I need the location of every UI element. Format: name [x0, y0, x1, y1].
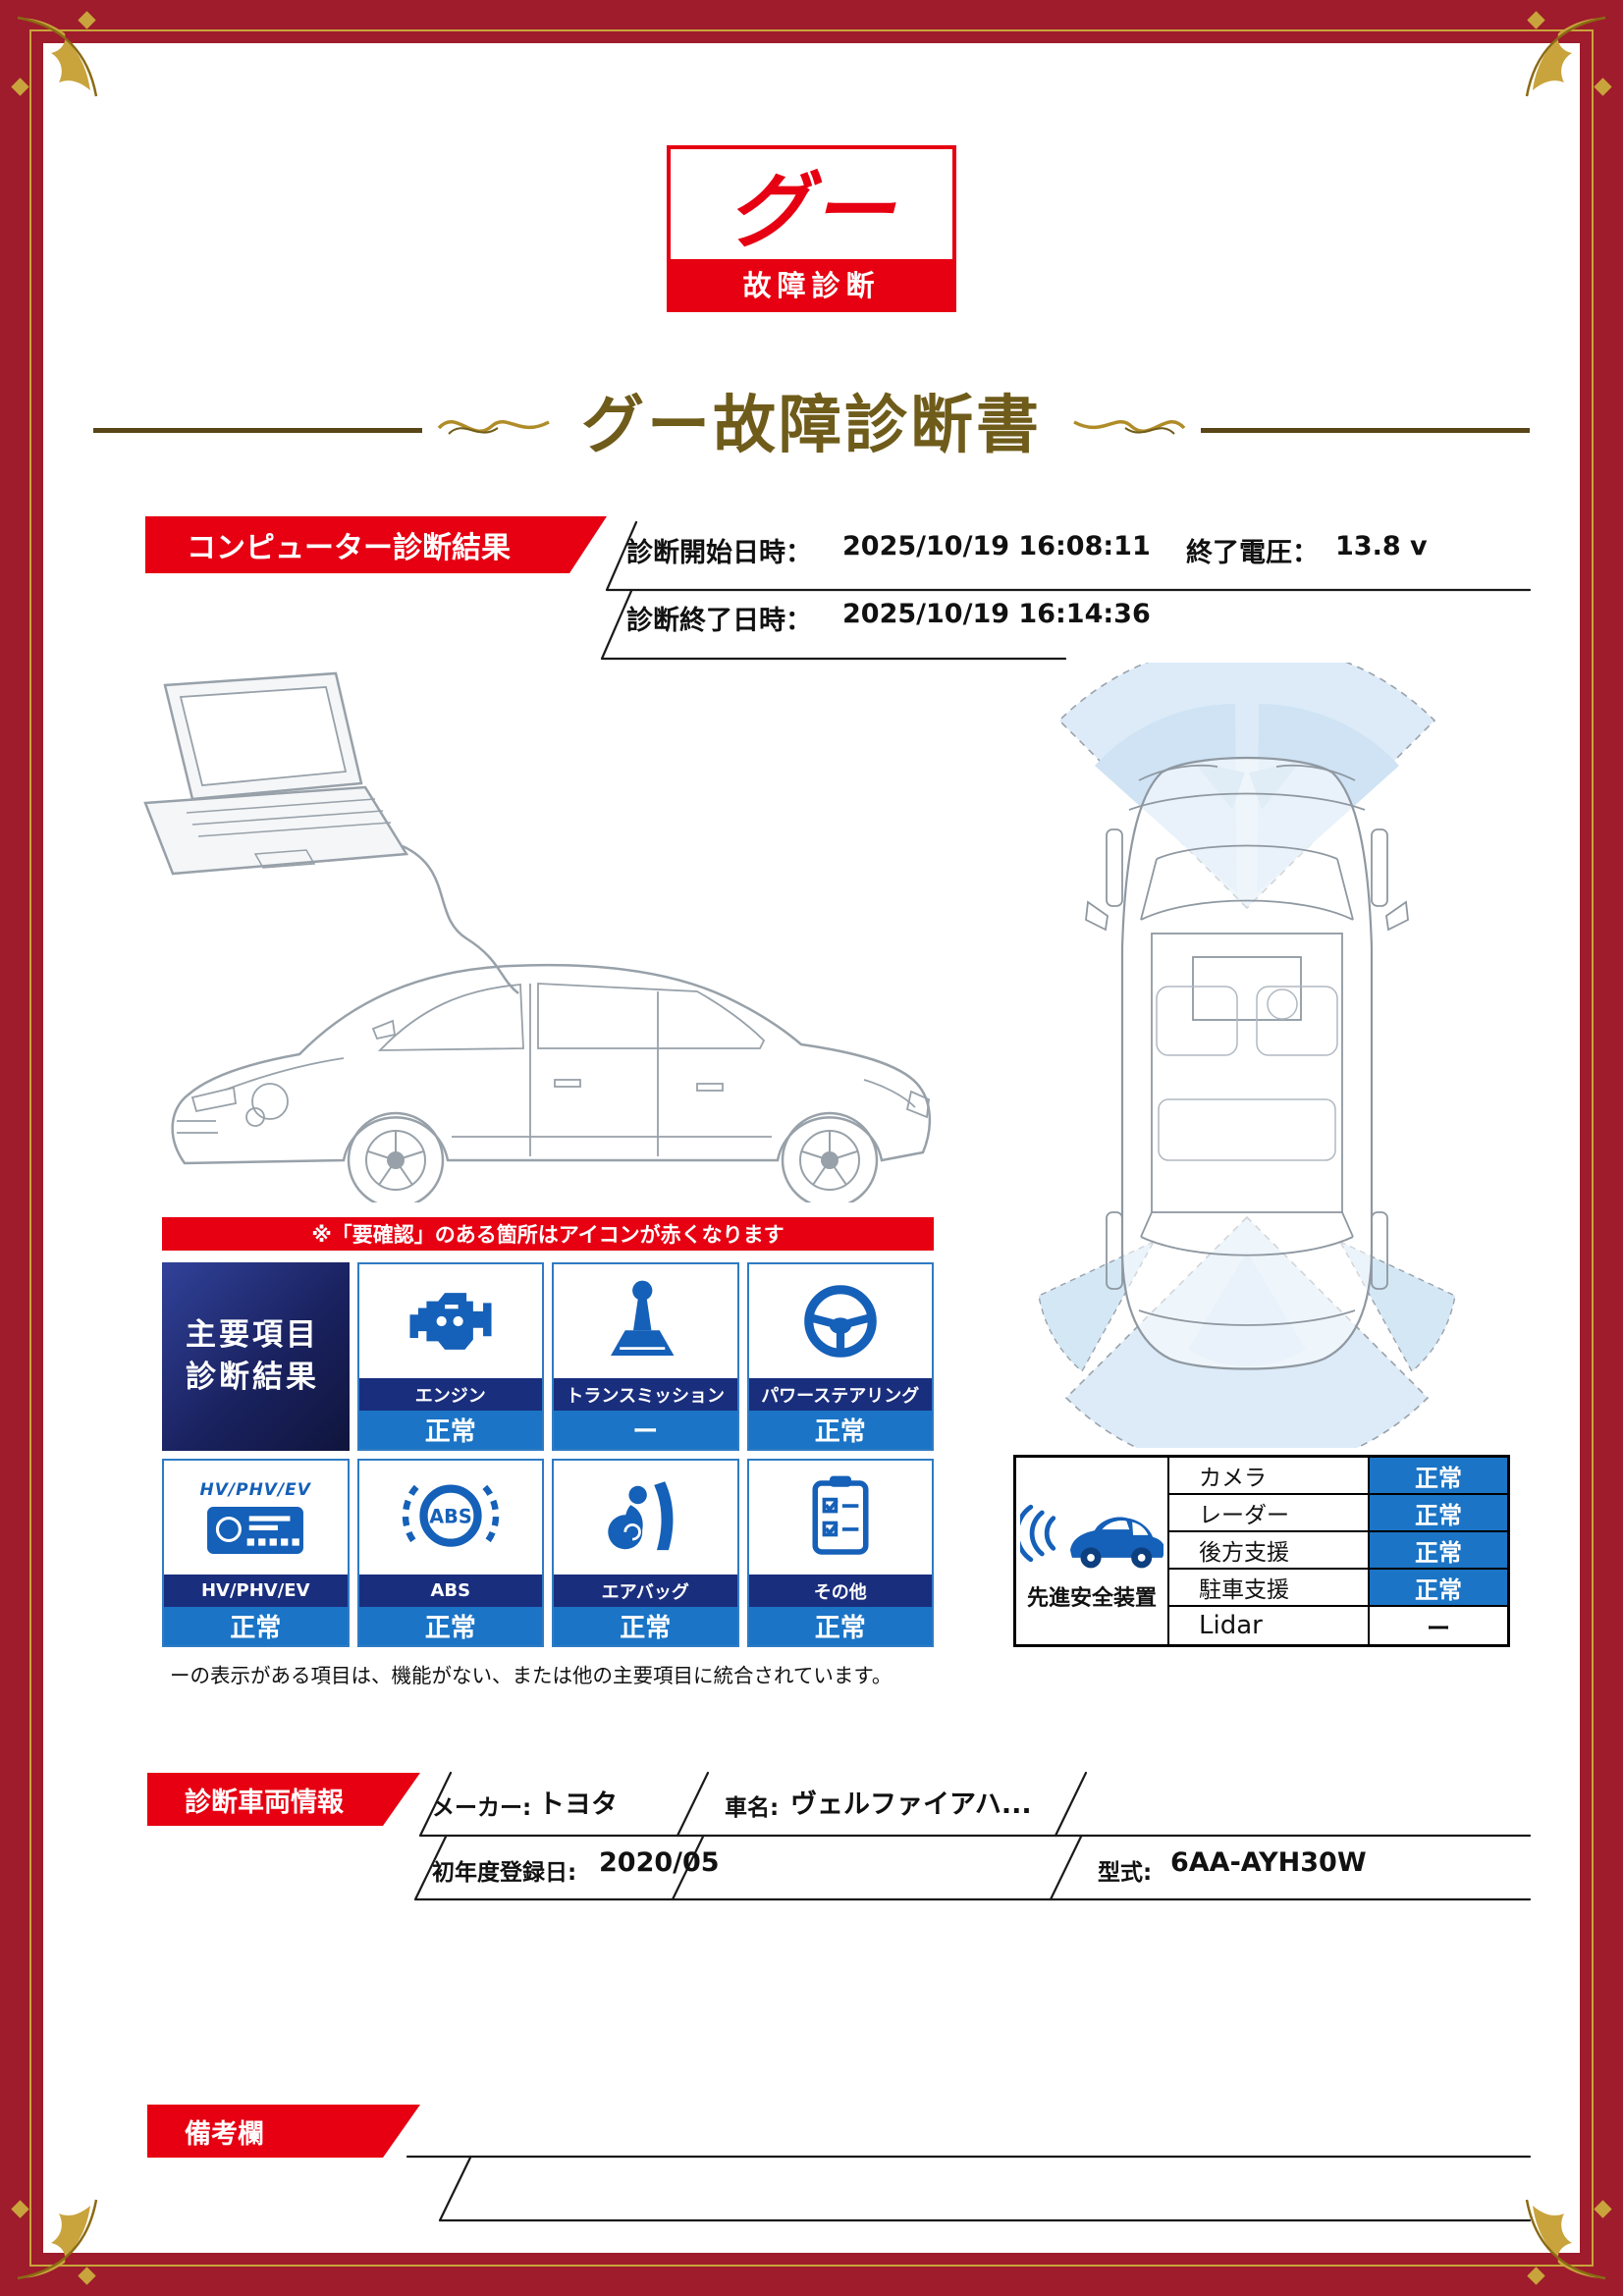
safety-row-status: 正常 [1370, 1570, 1507, 1607]
grid-item-status: 正常 [358, 1411, 542, 1449]
first-registration-value: 2020/05 [599, 1847, 720, 1878]
main-items-header-line2: 診断結果 [186, 1360, 319, 1395]
corner-ornament-icon [1495, 2168, 1613, 2286]
engine-icon [409, 1293, 492, 1350]
diagnosis-start-value: 2025/10/19 16:08:11 [842, 531, 1151, 561]
grid-item-status: 正常 [748, 1411, 932, 1449]
hv-phv-ev-icon-text: HV/PHV/EV [199, 1480, 311, 1500]
airbag-icon [608, 1481, 674, 1551]
grid-item-label: エアバッグ [554, 1575, 737, 1607]
transmission-icon [611, 1280, 675, 1356]
grid-item-airbag: エアバッグ 正常 [552, 1459, 739, 1647]
grid-item-status: 正常 [358, 1607, 542, 1645]
model-code-value: 6AA-AYH30W [1170, 1847, 1367, 1878]
car-name-label: 車名: [725, 1795, 780, 1821]
svg-text:ABS: ABS [429, 1506, 471, 1528]
safety-car-icon [1020, 1504, 1163, 1569]
grid-item-label: トランスミッション [554, 1378, 737, 1411]
corner-ornament-icon [10, 2168, 128, 2286]
safety-section-label: 先進安全装置 [1026, 1586, 1157, 1611]
safety-row-name: Lidar [1169, 1607, 1370, 1644]
maker-value: トヨタ [538, 1789, 618, 1820]
goo-logo-band: 故障診断 [671, 259, 952, 308]
computer-diagnosis-banner: コンピューター診断結果 [145, 516, 607, 573]
title-rule-left [93, 428, 422, 433]
main-items-header: 主要項目 診断結果 [162, 1262, 350, 1451]
safety-row-name: カメラ [1169, 1458, 1370, 1495]
goo-logo-text: グー [727, 162, 896, 259]
hv-phv-ev-icon [207, 1507, 304, 1554]
grid-item-label: パワーステアリング [748, 1378, 932, 1411]
grid-item-power-steering: パワーステアリング 正常 [746, 1262, 934, 1451]
grid-item-other: その他 正常 [746, 1459, 934, 1647]
other-clipboard-icon [812, 1475, 869, 1555]
diagnosis-end-label: 診断終了日時： [626, 606, 812, 636]
car-diagnostic-illustration [143, 671, 932, 1202]
vehicle-info-banner: 診断車両情報 [147, 1773, 420, 1826]
end-voltage-value: 13.8 v [1335, 531, 1428, 561]
page-title: グー故障診断書 [581, 390, 1042, 462]
power-steering-icon [803, 1285, 877, 1358]
safety-row-status: ー [1370, 1607, 1507, 1644]
safety-row-name: レーダー [1169, 1495, 1370, 1532]
safety-row-status: 正常 [1370, 1458, 1507, 1495]
grid-item-label: エンジン [358, 1378, 542, 1411]
grid-item-status: 正常 [164, 1607, 348, 1645]
attention-notice: ※「要確認」のある箇所はアイコンが赤くなります [162, 1217, 934, 1251]
abs-icon: ABS [402, 1484, 499, 1547]
corner-ornament-icon [10, 10, 128, 128]
grid-item-transmission: トランスミッション ー [552, 1262, 739, 1451]
safety-row-name: 駐車支援 [1169, 1570, 1370, 1607]
grid-item-hv-phv-ev: HV/PHV/EV HV/PHV/EV 正常 [162, 1459, 350, 1647]
corner-ornament-icon [1495, 10, 1613, 128]
diagnosis-end-value: 2025/10/19 16:14:36 [842, 599, 1151, 629]
car-name-value: ヴェルファイアハ... [790, 1789, 1032, 1820]
first-registration-label: 初年度登録日: [432, 1860, 577, 1886]
grid-item-label: HV/PHV/EV [164, 1575, 348, 1607]
sensor-coverage-illustration [1038, 663, 1456, 1448]
title-flourish-icon [435, 404, 553, 448]
main-items-header-line1: 主要項目 [186, 1316, 319, 1353]
remarks-banner: 備考欄 [147, 2105, 420, 2158]
diagnosis-start-label: 診断開始日時： [626, 538, 812, 568]
grid-item-status: 正常 [554, 1607, 737, 1645]
grid-item-label: ABS [358, 1575, 542, 1607]
goo-logo: グー 故障診断 [667, 145, 956, 312]
grid-item-abs: ABS ABS 正常 [356, 1459, 544, 1647]
end-voltage-label: 終了電圧： [1186, 538, 1319, 568]
title-rule-right [1201, 428, 1530, 433]
grid-item-status: ー [554, 1411, 737, 1449]
safety-row-status: 正常 [1370, 1495, 1507, 1532]
safety-car-cell: 先進安全装置 [1016, 1458, 1169, 1644]
grid-item-status: 正常 [748, 1607, 932, 1645]
safety-row-status: 正常 [1370, 1532, 1507, 1570]
grid-item-label: その他 [748, 1575, 932, 1607]
grid-item-engine: エンジン 正常 [356, 1262, 544, 1451]
advanced-safety-table: 先進安全装置 カメラ 正常 レーダー 正常 後方支援 正常 駐車支援 正常 Li… [1013, 1455, 1510, 1647]
model-code-label: 型式: [1098, 1860, 1153, 1886]
title-flourish-icon [1070, 404, 1188, 448]
grid-footnote: ーの表示がある項目は、機能がない、または他の主要項目に統合されています。 [170, 1664, 893, 1687]
safety-row-name: 後方支援 [1169, 1532, 1370, 1570]
maker-label: メーカー: [432, 1795, 532, 1821]
diagnosis-grid: 主要項目 診断結果 エンジン 正常 [162, 1262, 934, 1647]
